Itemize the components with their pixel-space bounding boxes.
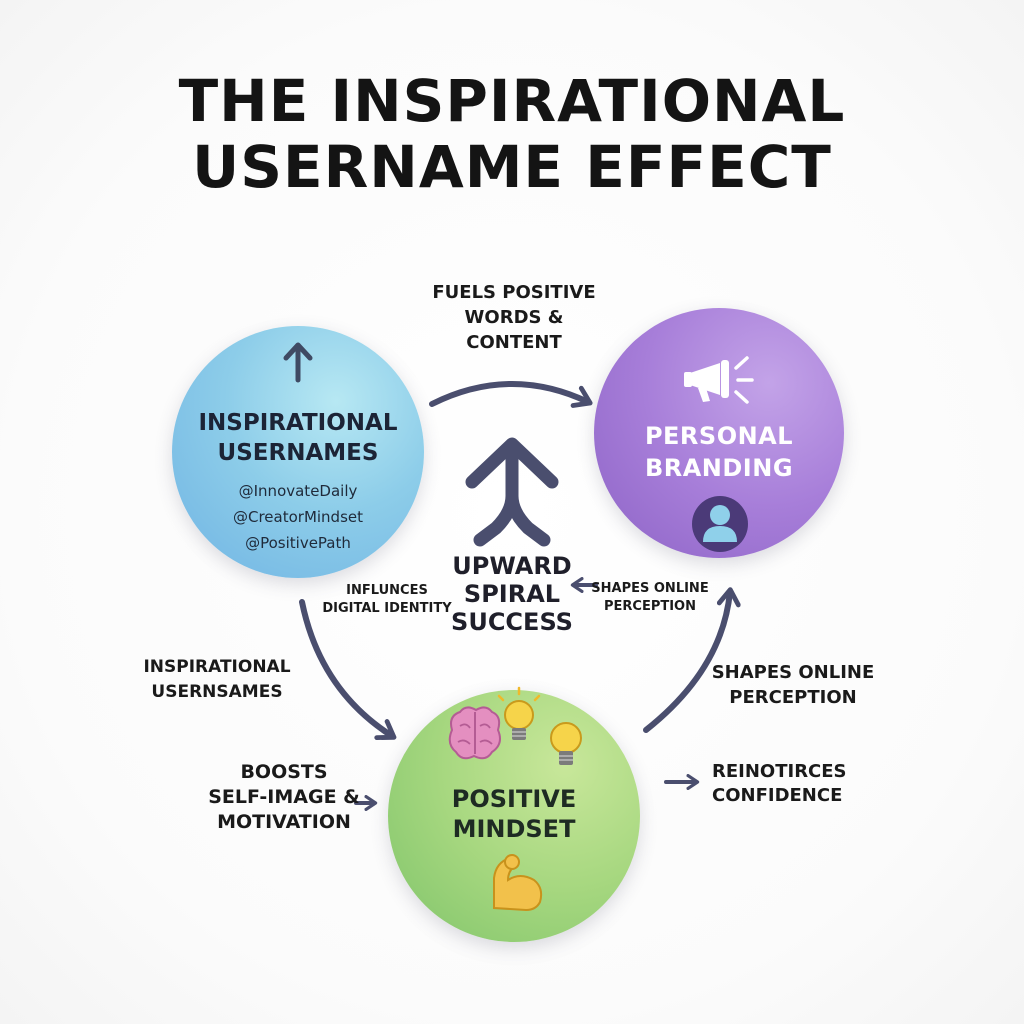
personal-branding-title: PERSONAL BRANDING: [594, 420, 844, 484]
inspirational-title-line-2: USERNAMES: [217, 440, 379, 466]
arrow-influences: [299, 599, 397, 741]
handle-item: @PositivePath: [245, 534, 351, 552]
megaphone-icon: [684, 356, 754, 404]
up-arrow-icon: [283, 342, 313, 383]
handle-item: @InnovateDaily: [238, 482, 358, 500]
shapes-online-perception-label: SHAPES ONLINE PERCEPTION: [700, 660, 886, 710]
label-line: INFLUNCES: [346, 583, 428, 598]
username-handles: @InnovateDaily @CreatorMindset @Positive…: [172, 478, 424, 556]
inspirational-usernames-title: INSPIRATIONAL USERNAMES: [172, 408, 424, 468]
label-line: USERNSAMES: [151, 682, 283, 702]
lightbulb-icon-2: [550, 722, 582, 765]
brain-icon: [448, 706, 501, 760]
arrow-shapes: [643, 587, 741, 733]
branding-title-line-1: PERSONAL: [644, 422, 794, 450]
label-line: PERCEPTION: [729, 687, 857, 708]
label-line: WORDS &: [464, 307, 564, 328]
spiral-line-2: SPIRAL: [463, 580, 561, 608]
title-line-1: THE INSPIRATIONAL: [178, 67, 846, 135]
inspirational-usernames-side-label: INSPIRATIONAL USERNSAMES: [126, 655, 308, 705]
label-line: SELF-IMAGE &: [208, 786, 360, 808]
double-chevron-up-icon: [465, 437, 559, 547]
branding-title-line-2: BRANDING: [644, 454, 794, 482]
arrow-fuels: [429, 381, 593, 408]
inspirational-title-line-1: INSPIRATIONAL: [198, 410, 398, 436]
boosts-self-image-label: BOOSTS SELF-IMAGE & MOTIVATION: [196, 760, 372, 835]
spiral-line-1: UPWARD: [452, 552, 572, 580]
label-line: MOTIVATION: [217, 811, 351, 833]
positive-mindset-title: POSITIVE MINDSET: [388, 784, 640, 844]
shapes-online-perception-small-label: SHAPES ONLINE PERCEPTION: [590, 580, 710, 616]
handle-item: @CreatorMindset: [232, 508, 364, 526]
label-line: SHAPES ONLINE: [711, 662, 875, 683]
spiral-line-3: SUCCESS: [451, 608, 573, 636]
fuels-positive-label: FUELS POSITIVE WORDS & CONTENT: [400, 280, 628, 355]
label-line: PERCEPTION: [603, 599, 696, 614]
label-line: SHAPES ONLINE: [591, 581, 709, 596]
upward-spiral-success-label: UPWARD SPIRAL SUCCESS: [432, 552, 592, 636]
mindset-title-line-1: POSITIVE: [451, 785, 577, 813]
page-title: THE INSPIRATIONAL USERNAME EFFECT: [0, 68, 1024, 200]
title-line-2: USERNAME EFFECT: [192, 133, 832, 201]
label-line: INSPIRATIONAL: [143, 657, 291, 677]
label-line: BOOSTS: [240, 761, 328, 783]
label-line: CONTENT: [466, 332, 562, 353]
mindset-title-line-2: MINDSET: [452, 815, 576, 843]
flexed-bicep-icon: [493, 854, 543, 912]
reinforces-confidence-label: REINOTIRCES CONFIDENCE: [712, 760, 862, 808]
label-line: DIGITAL IDENTITY: [322, 601, 452, 616]
influences-digital-identity-label: INFLUNCES DIGITAL IDENTITY: [322, 582, 452, 618]
label-line: FUELS POSITIVE: [432, 282, 596, 303]
lightbulb-icon: [497, 686, 541, 740]
label-line: REINOTIRCES: [712, 761, 847, 782]
user-profile-icon: [692, 496, 748, 552]
label-line: CONFIDENCE: [712, 785, 843, 806]
